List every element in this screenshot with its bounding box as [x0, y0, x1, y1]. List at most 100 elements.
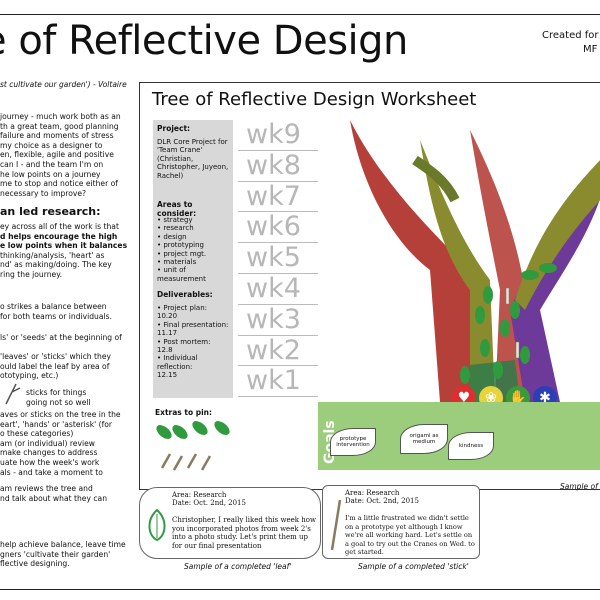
tree-illustration [350, 120, 600, 402]
text-line: am (or individual) review [0, 438, 95, 448]
worksheet-title: Tree of Reflective Design Worksheet [152, 89, 477, 110]
week-label: wk7 [238, 181, 318, 213]
project-label: Project: [157, 124, 191, 133]
extras-label: Extras to pin: [155, 408, 213, 417]
text-line: ould label the leaf by area of [0, 361, 110, 371]
created-for-label: Created for [542, 30, 599, 41]
leaf-card-date: Date: Oct. 2nd, 2015 [172, 499, 246, 507]
week-label: wk1 [238, 366, 318, 398]
text-line: he low points on a journey [0, 169, 101, 179]
week-label: wk4 [238, 274, 318, 305]
text-line: failure and moments of stress [0, 131, 114, 141]
text-line: make changes to address [0, 448, 98, 458]
text-line: 12.8 [157, 346, 173, 355]
text-line: eart', 'hands' or 'asterisk' (for [0, 419, 113, 429]
leaf-card-area: Area: Research [172, 491, 227, 499]
text-line: • materials [157, 258, 197, 267]
text-line: for both teams or individuals. [0, 311, 113, 321]
goal-leaf: prototype intervention [330, 428, 376, 456]
week-label: wk6 [238, 212, 318, 244]
stick-card-date: Date: Oct. 2nd, 2015 [345, 497, 419, 505]
text-line: 'leaves' or 'sticks' which they [0, 352, 111, 361]
text-line: th a great team, good planning [0, 121, 119, 131]
text-line: 10.20 [157, 312, 178, 321]
text-line: 11.17 [157, 329, 178, 338]
seeds-line: ls' or 'seeds' at the beginning of [0, 333, 122, 342]
week-label: wk2 [238, 335, 318, 367]
leaf [483, 286, 493, 304]
week-label: wk3 [238, 304, 318, 336]
text-line: necessary to improve? [0, 188, 87, 198]
text-line: thinking/analysis, 'heart' as [0, 250, 105, 260]
text-line: measurement [157, 274, 206, 283]
week-label: wk9 [238, 120, 318, 151]
deliverables-label: Deliverables: [157, 290, 213, 299]
stick-card-text: I'm a little frustrated we didn't settle… [345, 514, 475, 556]
leaf-icon [148, 508, 166, 542]
text-line: • strategy [157, 216, 193, 224]
leaf-sample-card: Area: Research Date: Oct. 2nd, 2015 Chri… [139, 487, 321, 559]
text-line: • prototyping [157, 241, 204, 250]
text-line: aves or sticks on the tree in the [0, 410, 121, 419]
text-line: gners 'cultivate their garden' [0, 549, 111, 559]
text-line: uate how the week's work [0, 457, 100, 467]
stick-icon [330, 499, 342, 551]
leaf-card-text: Christopher, I really liked this week ho… [172, 516, 316, 550]
text-line: ey across all of the work is that [0, 222, 119, 231]
text-line: o these categories) [0, 429, 74, 439]
week-label: wk5 [238, 243, 318, 274]
text-line: e low points when it balances [0, 241, 128, 251]
text-line: • Post mortem: [157, 337, 211, 346]
stick-sample-card: Area: Research Date: Oct. 2nd, 2015 I'm … [322, 485, 480, 559]
project-text: DLR Core Project for 'Team Crane' (Chris… [157, 138, 229, 180]
text-line: me to stop and notice either of [0, 179, 118, 189]
areas-label: Areas to consider: [157, 200, 197, 218]
text-line: am reviews the tree and [0, 484, 93, 493]
text-line: ring the journey. [0, 269, 63, 279]
page-title: e of Reflective Design [0, 18, 408, 64]
stick-card-area: Area: Research [345, 489, 400, 497]
deliverables-list: • Project plan: 10.20• Final presentatio… [157, 304, 233, 380]
text-line: d helps encourage the high [0, 231, 118, 241]
text-line: ototyping, etc.) [0, 371, 59, 381]
text-line: en, flexible, agile and positive [0, 150, 114, 160]
text-line: my choice as a designer to [0, 140, 103, 150]
stick-icon [5, 383, 21, 405]
text-line: o strikes a balance between [0, 302, 107, 311]
extras-pins [156, 421, 230, 471]
areas-list: • strategy• research• design• prototypin… [157, 216, 233, 283]
text-line: can I - and the team I'm on [0, 159, 104, 169]
text-line: als - and take a moment to [0, 467, 103, 477]
text-line: • Project plan: [157, 304, 208, 312]
text-line: flective designing. [0, 559, 70, 569]
text-line: nd talk about what they can [0, 493, 108, 503]
text-line: • design [157, 232, 187, 241]
text-line: journey - much work both as an [0, 112, 121, 121]
text-line: going not so well [26, 397, 91, 407]
text-line: • research [157, 224, 194, 233]
research-heading: an led research: [0, 205, 101, 218]
worksheet-info-column: Project: DLR Core Project for 'Team Cran… [153, 120, 233, 398]
text-line: • unit of [157, 266, 186, 275]
stick-sample-caption: Sample of a completed 'stick' [358, 562, 469, 571]
week-label: wk8 [238, 150, 318, 182]
goal-leaf: origami as medium [400, 424, 448, 454]
page-frame [0, 14, 600, 590]
text-line: nd' as making/doing. The key [0, 260, 112, 270]
created-for-initials: MF [583, 44, 598, 55]
voltaire-quote: st cultivate our garden') - Voltaire [0, 80, 127, 89]
text-line: sticks for things [26, 388, 87, 397]
text-line: 12.15 [157, 371, 178, 380]
sample-caption-right: Sample of a [560, 482, 600, 491]
text-line: • Final presentation: [157, 320, 229, 329]
text-line: help achieve balance, leave time [0, 540, 126, 549]
